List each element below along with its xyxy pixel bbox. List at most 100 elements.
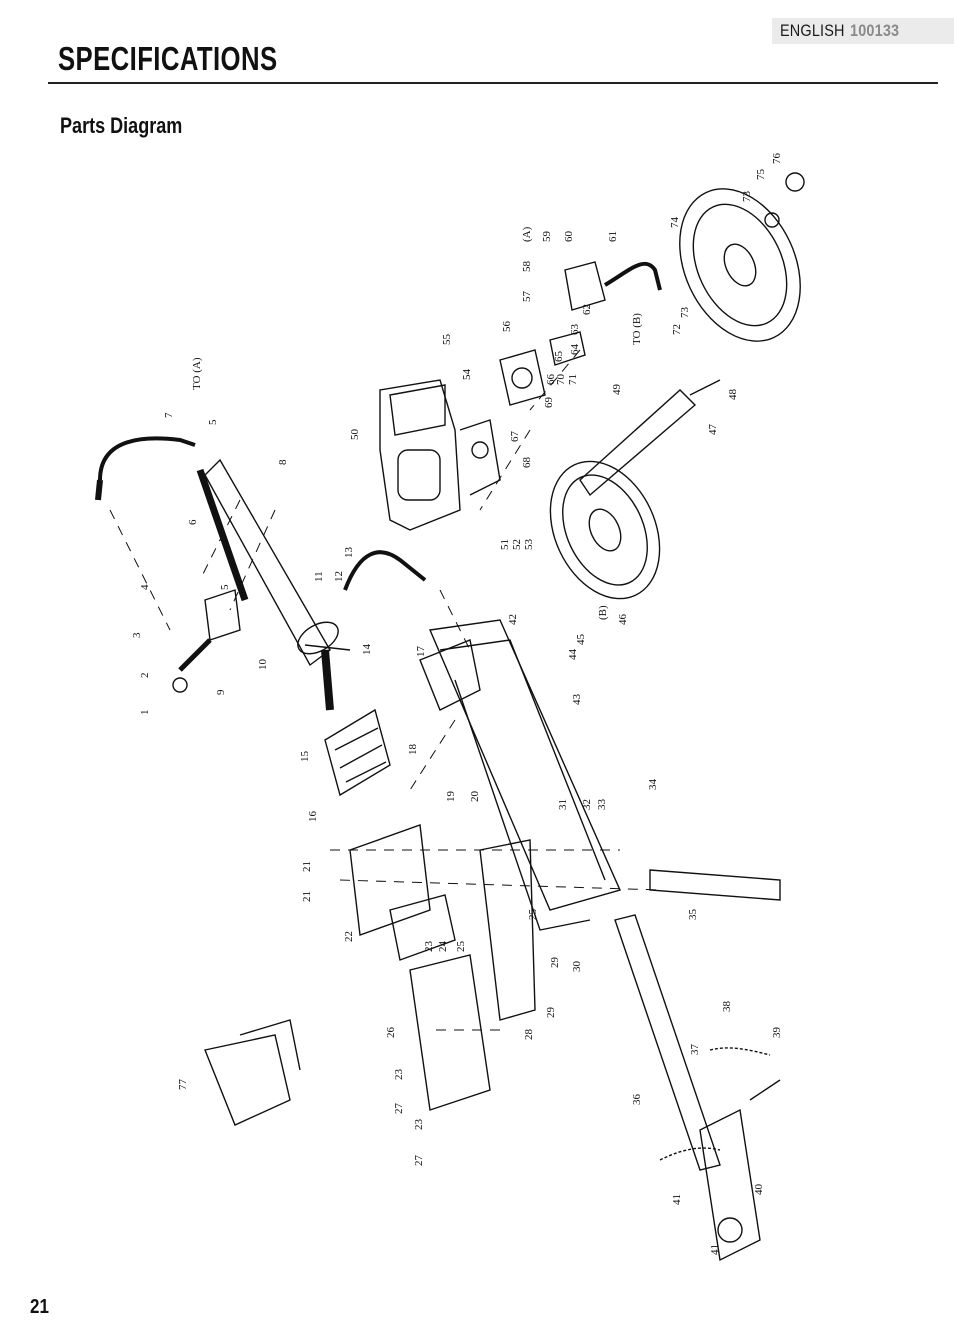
svg-text:25: 25 bbox=[455, 941, 467, 953]
svg-text:(A): (A) bbox=[521, 226, 533, 242]
svg-text:49: 49 bbox=[611, 384, 623, 396]
svg-text:13: 13 bbox=[343, 547, 355, 559]
svg-text:27: 27 bbox=[413, 1155, 425, 1167]
svg-text:50: 50 bbox=[349, 429, 361, 441]
svg-text:63: 63 bbox=[569, 324, 581, 336]
svg-text:34: 34 bbox=[647, 779, 659, 791]
svg-text:23: 23 bbox=[393, 1069, 405, 1081]
svg-text:41: 41 bbox=[671, 1194, 683, 1205]
model-number: 100133 bbox=[850, 21, 900, 40]
svg-text:29: 29 bbox=[549, 957, 561, 969]
title-divider bbox=[48, 82, 938, 84]
port-labels: TO (A) TO (B) (A) (B) bbox=[191, 226, 643, 620]
svg-text:75: 75 bbox=[755, 169, 767, 181]
svg-text:40: 40 bbox=[753, 1184, 765, 1196]
svg-text:23: 23 bbox=[413, 1119, 425, 1131]
svg-text:3: 3 bbox=[131, 632, 143, 638]
svg-text:53: 53 bbox=[523, 539, 535, 551]
svg-text:76: 76 bbox=[771, 153, 783, 165]
svg-text:66: 66 bbox=[545, 374, 557, 386]
page-title: SPECIFICATIONS bbox=[58, 40, 278, 77]
page-number: 21 bbox=[30, 1296, 49, 1318]
svg-text:28: 28 bbox=[523, 1029, 535, 1041]
svg-text:22: 22 bbox=[343, 931, 355, 942]
svg-text:77: 77 bbox=[177, 1079, 189, 1091]
svg-text:65: 65 bbox=[553, 351, 565, 363]
svg-text:47: 47 bbox=[707, 424, 719, 436]
svg-text:21: 21 bbox=[301, 891, 313, 902]
callout-labels: 1 2 3 4 5 5 6 7 8 9 10 11 12 13 14 15 16… bbox=[131, 153, 783, 1256]
svg-text:72: 72 bbox=[671, 324, 683, 335]
svg-text:30: 30 bbox=[571, 961, 583, 973]
svg-text:9: 9 bbox=[215, 689, 227, 695]
svg-text:71: 71 bbox=[567, 374, 579, 385]
svg-text:5: 5 bbox=[219, 584, 231, 590]
svg-text:6: 6 bbox=[187, 519, 199, 525]
svg-text:31: 31 bbox=[557, 799, 569, 810]
svg-text:8: 8 bbox=[277, 459, 289, 465]
svg-text:18: 18 bbox=[407, 744, 419, 756]
svg-text:TO (A): TO (A) bbox=[191, 357, 203, 390]
parts-diagram-drawing: 1 2 3 4 5 5 6 7 8 9 10 11 12 13 14 15 16… bbox=[95, 153, 805, 1262]
svg-text:12: 12 bbox=[333, 571, 345, 582]
svg-text:16: 16 bbox=[307, 811, 319, 823]
svg-text:74: 74 bbox=[669, 217, 681, 229]
svg-text:21: 21 bbox=[301, 861, 313, 872]
svg-text:73: 73 bbox=[679, 307, 691, 319]
svg-text:46: 46 bbox=[617, 614, 629, 626]
svg-text:24: 24 bbox=[437, 941, 449, 953]
parts-diagram: 1 2 3 4 5 5 6 7 8 9 10 11 12 13 14 15 16… bbox=[60, 150, 920, 1290]
svg-text:19: 19 bbox=[445, 791, 457, 803]
svg-text:44: 44 bbox=[567, 649, 579, 661]
svg-text:33: 33 bbox=[596, 799, 608, 811]
svg-text:70: 70 bbox=[555, 374, 567, 386]
svg-text:73: 73 bbox=[741, 191, 753, 203]
svg-text:20: 20 bbox=[469, 791, 481, 803]
svg-text:60: 60 bbox=[563, 231, 575, 243]
svg-text:1: 1 bbox=[139, 710, 151, 716]
svg-text:55: 55 bbox=[441, 334, 453, 346]
svg-text:10: 10 bbox=[257, 659, 269, 671]
language-label: ENGLISH bbox=[780, 21, 845, 40]
svg-text:TO (B): TO (B) bbox=[631, 313, 643, 345]
svg-text:58: 58 bbox=[521, 261, 533, 273]
svg-text:48: 48 bbox=[727, 389, 739, 401]
svg-text:26: 26 bbox=[385, 1027, 397, 1039]
svg-text:52: 52 bbox=[511, 539, 523, 550]
svg-text:61: 61 bbox=[607, 231, 619, 242]
svg-text:14: 14 bbox=[361, 644, 373, 656]
svg-text:5: 5 bbox=[207, 419, 219, 425]
svg-text:67: 67 bbox=[509, 431, 521, 443]
svg-text:39: 39 bbox=[771, 1027, 783, 1039]
svg-text:42: 42 bbox=[507, 614, 519, 625]
svg-text:64: 64 bbox=[569, 344, 581, 356]
svg-text:17: 17 bbox=[415, 646, 427, 658]
svg-text:2: 2 bbox=[139, 673, 151, 679]
svg-text:68: 68 bbox=[521, 457, 533, 469]
svg-text:32: 32 bbox=[581, 799, 593, 810]
svg-text:4: 4 bbox=[139, 584, 151, 590]
svg-text:38: 38 bbox=[721, 1001, 733, 1013]
svg-text:(B): (B) bbox=[597, 605, 609, 620]
svg-text:7: 7 bbox=[163, 412, 175, 418]
svg-text:25: 25 bbox=[527, 909, 539, 921]
svg-text:59: 59 bbox=[541, 231, 553, 243]
svg-text:62: 62 bbox=[581, 304, 593, 315]
svg-text:43: 43 bbox=[571, 694, 583, 706]
svg-text:56: 56 bbox=[501, 321, 513, 333]
svg-text:54: 54 bbox=[461, 369, 473, 381]
svg-text:23: 23 bbox=[423, 941, 435, 953]
svg-text:36: 36 bbox=[631, 1094, 643, 1106]
section-heading: Parts Diagram bbox=[60, 113, 183, 138]
svg-text:41: 41 bbox=[709, 1244, 721, 1255]
svg-text:29: 29 bbox=[545, 1007, 557, 1019]
svg-text:51: 51 bbox=[499, 539, 511, 550]
svg-text:11: 11 bbox=[313, 571, 325, 582]
svg-text:57: 57 bbox=[521, 291, 533, 303]
language-tag: ENGLISH 100133 bbox=[772, 18, 954, 44]
svg-text:69: 69 bbox=[543, 397, 555, 409]
svg-text:37: 37 bbox=[689, 1044, 701, 1056]
svg-text:27: 27 bbox=[393, 1103, 405, 1115]
svg-text:45: 45 bbox=[575, 634, 587, 646]
svg-text:35: 35 bbox=[687, 909, 699, 921]
